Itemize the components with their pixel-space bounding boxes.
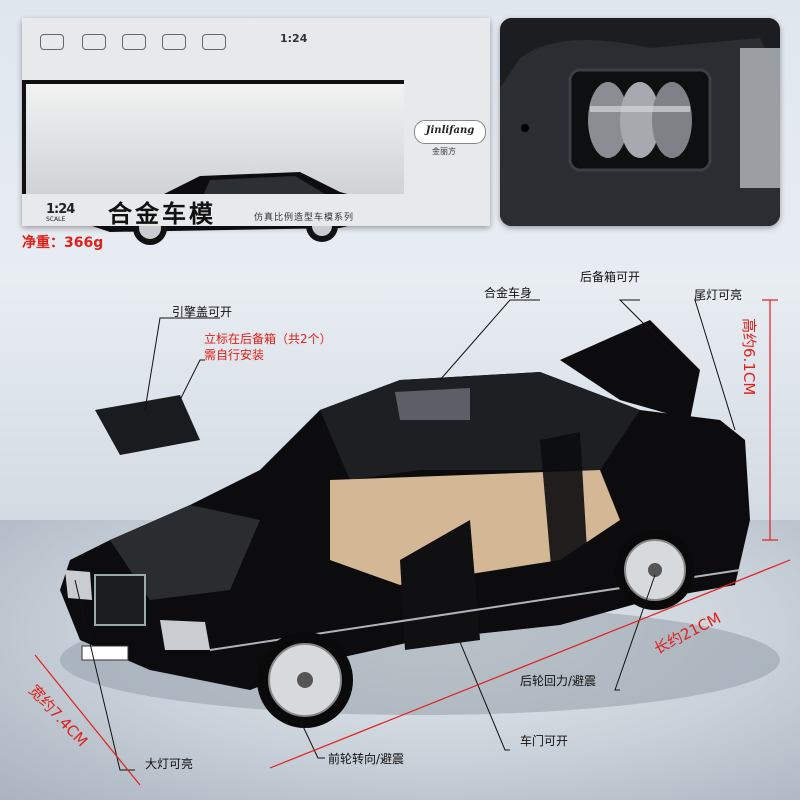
brand-logo: Jinlifang [414,120,486,144]
label-front-wheel: 前轮转向/避震 [328,752,405,766]
dimension-height: 高约6.1CM [740,318,758,396]
box-scale-small: 1:24 [280,32,308,45]
label-hood-opens: 引擎盖可开 [172,305,233,319]
box-top-strip: 1:24 [22,18,490,80]
box-scale-large: 1:24 [46,202,75,217]
sound-feature-icon [202,34,226,50]
hood-feature-icon [82,34,106,50]
label-emblem-note-1: 立标在后备箱（共2个） [204,332,332,346]
door-feature-icon [40,34,64,50]
label-emblem-note-2: 需自行安装 [204,348,265,362]
wheel-feature-icon [122,34,146,50]
label-trunk-opens: 后备箱可开 [580,270,641,284]
label-door-opens: 车门可开 [520,734,569,748]
label-rear-wheel: 后轮回力/避震 [520,674,597,688]
net-weight: 净重：366g [22,235,104,251]
label-alloy-body: 合金车身 [484,286,533,300]
brand-chinese-name: 金丽方 [432,147,456,156]
label-taillight: 尾灯可亮 [694,288,743,302]
box-title: 合金车模 [108,200,216,228]
product-box-image: 1:24 Jinlifang 金丽方 1:24 SCALE 合金车模 仿真比例造… [22,18,490,245]
box-scale-word: SCALE [46,216,66,223]
box-bottom-strip [22,194,490,226]
spring-closeup-image [500,18,780,226]
label-headlight: 大灯可亮 [145,757,194,771]
light-feature-icon [162,34,186,50]
spring-mechanism-illustration [500,18,780,226]
box-subtitle: 仿真比例造型车模系列 [254,213,355,223]
